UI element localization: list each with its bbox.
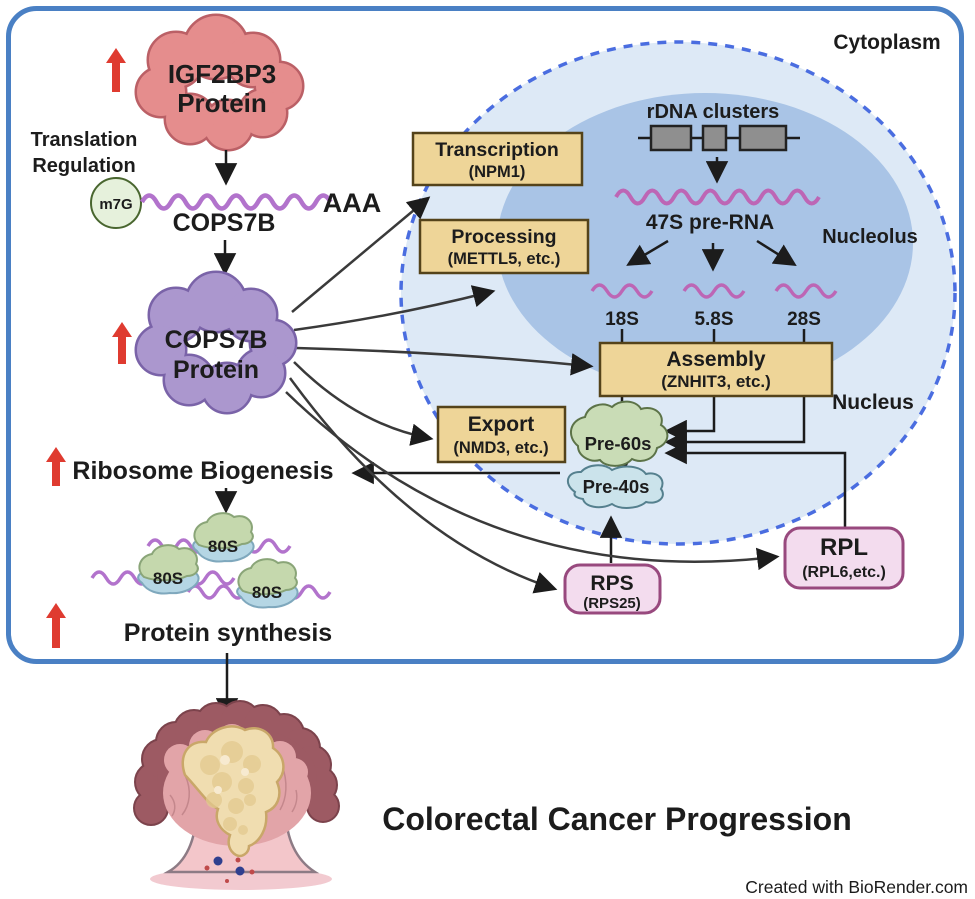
processing-box-bg bbox=[418, 218, 590, 275]
cops7b-mrna: m7G AAA COPS7B bbox=[90, 177, 382, 237]
transcription-title: Transcription bbox=[435, 139, 559, 161]
cytoplasm-label: Cytoplasm bbox=[833, 31, 940, 54]
arrow-assembly-pre60s-2 bbox=[664, 396, 806, 454]
rdna-clusters-diagram: rDNA clusters bbox=[638, 101, 800, 152]
assembly-title: Assembly bbox=[666, 348, 766, 371]
biorender-credit: Created with BioRender.com bbox=[745, 877, 968, 897]
rdna-label: rDNA clusters bbox=[647, 101, 780, 123]
cops7b-protein-blob: COPS7B Protein bbox=[134, 270, 298, 415]
up-arrow-icon-igf2bp3 bbox=[106, 48, 126, 92]
rps-box-bg bbox=[563, 563, 662, 615]
m7g-label: m7G bbox=[99, 196, 132, 213]
protein-synthesis-label: Protein synthesis bbox=[124, 619, 332, 647]
cops7b-protein-line2: Protein bbox=[173, 356, 259, 384]
igf2bp3-protein-blob: IGF2BP3 Protein bbox=[134, 13, 305, 152]
tumor-mass-highlights bbox=[214, 755, 249, 794]
rrna-waves bbox=[590, 283, 838, 299]
pre-60s-label: Pre-60s bbox=[585, 433, 652, 454]
cops7b-mrna-label: COPS7B bbox=[173, 209, 276, 237]
arrow-cops7b-export bbox=[293, 361, 434, 446]
rrna-58s-wave bbox=[682, 283, 746, 299]
transcription-box: Transcription (NPM1) bbox=[411, 131, 584, 187]
pre-rna-label: 47S pre-RNA bbox=[646, 211, 774, 234]
ribosome-80s-label: 80S bbox=[208, 537, 238, 556]
transcription-box-bg bbox=[411, 131, 584, 187]
up-arrow-icon-synthesis bbox=[46, 603, 66, 648]
assembly-box-bg bbox=[598, 341, 834, 398]
nucleus-label: Nucleus bbox=[832, 391, 914, 414]
rrna-28s-wave bbox=[774, 283, 838, 299]
m7g-cap bbox=[90, 177, 142, 229]
transcription-subtitle: (NPM1) bbox=[469, 163, 526, 181]
translation-regulation-line2: Regulation bbox=[32, 155, 135, 177]
ribosome-80s-2: 80S bbox=[137, 544, 200, 595]
arrow-prerna-to-28s bbox=[756, 239, 797, 266]
export-subtitle: (NMD3, etc.) bbox=[453, 439, 548, 457]
processing-title: Processing bbox=[451, 226, 556, 248]
up-arrow-icon-cops7b bbox=[112, 322, 132, 364]
ribosome-80s-label: 80S bbox=[252, 583, 282, 602]
rps-box: RPS (RPS25) bbox=[563, 563, 662, 615]
up-arrow-icon-ribosome bbox=[46, 447, 66, 486]
pre-60s-blob: Pre-60s bbox=[569, 400, 669, 467]
processing-subtitle: (METTL5, etc.) bbox=[448, 250, 561, 268]
translation-regulation-line1: Translation bbox=[31, 129, 138, 151]
igf2bp3-label-line2: Protein bbox=[177, 88, 267, 118]
rrna-28s-label: 28S bbox=[787, 309, 821, 330]
assembly-subtitle: (ZNHIT3, etc.) bbox=[661, 372, 771, 391]
rdna-gene-box bbox=[738, 124, 788, 152]
rpl-box-bg bbox=[783, 526, 905, 590]
arrow-prerna-to-18s bbox=[626, 239, 669, 266]
cops7b-protein-line1: COPS7B bbox=[165, 326, 268, 354]
rps-subtitle: (RPS25) bbox=[583, 595, 641, 612]
export-box: Export (NMD3, etc.) bbox=[436, 405, 567, 464]
processing-box: Processing (METTL5, etc.) bbox=[418, 218, 590, 275]
rrna-58s-label: 5.8S bbox=[694, 309, 733, 330]
rdna-gene-box bbox=[701, 124, 728, 152]
rdna-gene-box bbox=[649, 124, 693, 152]
rpl-box: RPL (RPL6,etc.) bbox=[783, 526, 905, 590]
arrow-cops7b-rpl bbox=[285, 391, 780, 571]
igf2bp3-label-line1: IGF2BP3 bbox=[168, 59, 276, 89]
pre-40s-label: Pre-40s bbox=[583, 476, 650, 497]
nucleolus-label: Nucleolus bbox=[822, 226, 918, 248]
ribosome-80s-1: 80S bbox=[192, 512, 255, 563]
ribosome-80s-3: 80S bbox=[236, 558, 299, 609]
pre-rna-wave bbox=[614, 188, 821, 206]
cops7b-mrna-wave bbox=[140, 193, 333, 211]
arrow-cops7b-transcription bbox=[291, 196, 431, 313]
arrow-cops7b-assembly bbox=[295, 346, 594, 376]
tumor-illustration bbox=[133, 700, 340, 890]
arrow-rpl-pre60s bbox=[664, 441, 847, 529]
rrna-18s-label: 18S bbox=[605, 309, 639, 330]
rps-title: RPS bbox=[590, 572, 633, 595]
ribosome-biogenesis-label: Ribosome Biogenesis bbox=[72, 457, 333, 485]
export-box-bg bbox=[436, 405, 567, 464]
arrow-cops7b-rps bbox=[288, 377, 558, 594]
rpl-subtitle: (RPL6,etc.) bbox=[802, 564, 886, 581]
footer-title: Colorectal Cancer Progression bbox=[382, 801, 851, 837]
tumor-base-shadow bbox=[150, 868, 332, 890]
nucleolus-region bbox=[497, 93, 913, 393]
export-title: Export bbox=[468, 413, 535, 436]
ribosome-80s-label: 80S bbox=[153, 569, 183, 588]
tumor-cell-dots bbox=[204, 856, 255, 883]
rpl-title: RPL bbox=[820, 534, 868, 561]
arrow-cops7b-processing bbox=[293, 285, 496, 332]
up-arrows bbox=[46, 48, 132, 648]
assembly-box: Assembly (ZNHIT3, etc.) bbox=[598, 341, 834, 398]
rrna-18s-wave bbox=[590, 283, 654, 299]
pre-40s-blob: Pre-40s bbox=[566, 464, 664, 509]
polya-tail-label: AAA bbox=[323, 188, 382, 218]
